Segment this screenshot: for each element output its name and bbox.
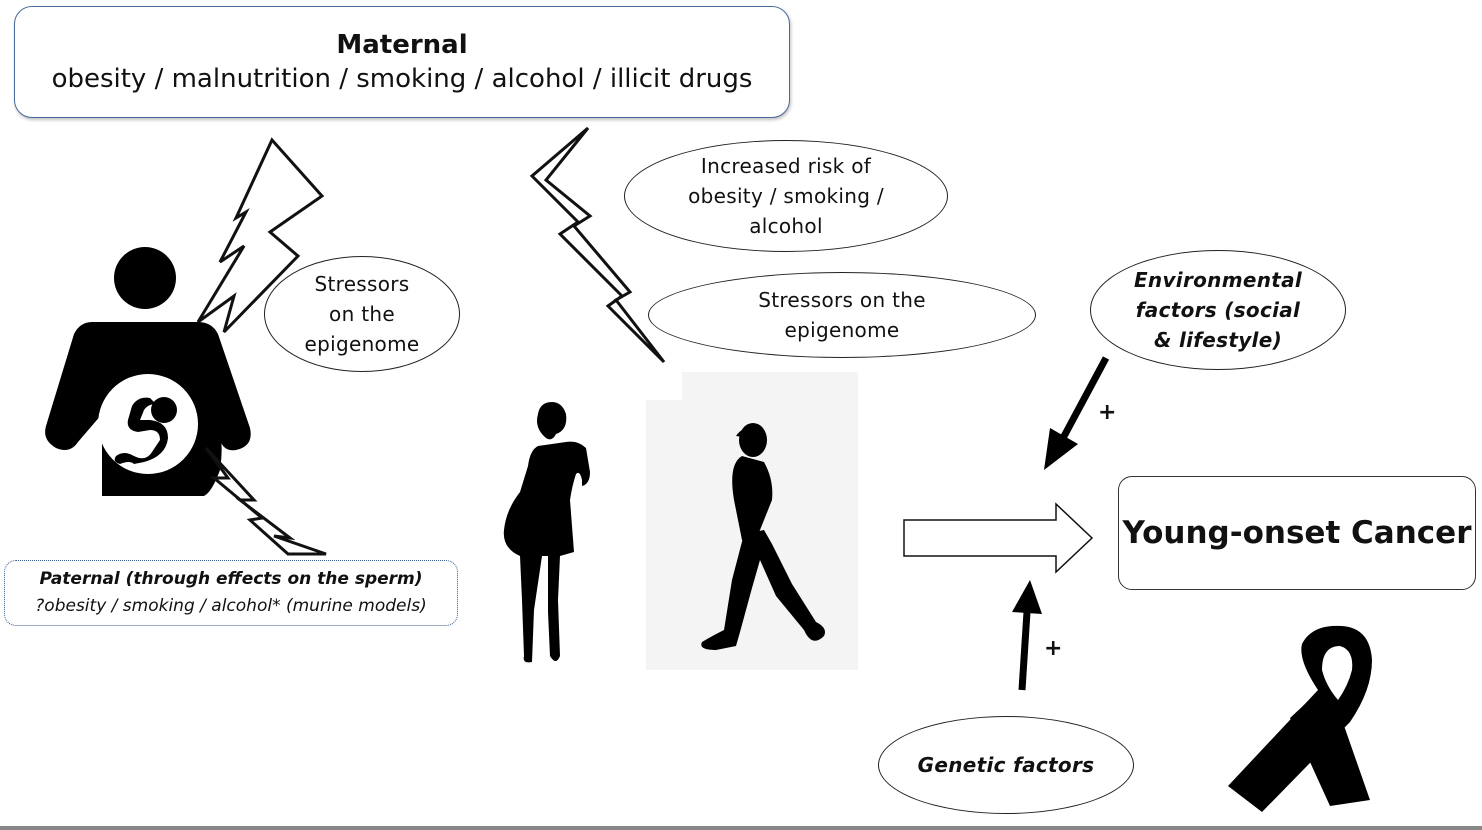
oval-line: on the	[329, 302, 395, 326]
outcome-label: Young-onset Cancer	[1122, 515, 1472, 551]
oval-line: alcohol	[749, 214, 823, 238]
paternal-factors-list: ?obesity / smoking / alcohol* (murine mo…	[35, 596, 427, 616]
young-onset-cancer-box: Young-onset Cancer	[1118, 476, 1476, 590]
baby-icon	[98, 374, 198, 474]
oval-line: epigenome	[784, 318, 900, 342]
genetic-factors-label: Genetic factors	[917, 753, 1095, 777]
environmental-factors-oval: Environmental factors (social & lifestyl…	[1090, 250, 1346, 370]
oval-line: Stressors	[314, 272, 410, 296]
increased-risk-oval: Increased risk of obesity / smoking / al…	[624, 140, 948, 252]
lightning-bolt-icon	[529, 126, 666, 364]
block-arrow-right-icon	[903, 502, 1094, 574]
stressors-epigenome-oval-left: Stressors on the epigenome	[264, 256, 460, 372]
plus-sign-environmental: +	[1098, 400, 1117, 425]
stressors-epigenome-oval-right: Stressors on the epigenome	[648, 272, 1036, 358]
oval-line: Environmental	[1133, 268, 1303, 292]
maternal-factors-list: obesity / malnutrition / smoking / alcoh…	[51, 64, 753, 94]
oval-line: epigenome	[304, 332, 420, 356]
oval-line: Increased risk of	[700, 154, 872, 178]
oval-line: factors (social	[1135, 298, 1301, 322]
bottom-border	[0, 826, 1482, 830]
awareness-ribbon-icon	[1228, 625, 1372, 812]
paternal-title: Paternal (through effects on the sperm)	[39, 569, 423, 589]
maternal-title: Maternal	[336, 30, 468, 60]
arrow-down-left-icon	[1044, 356, 1110, 470]
paternal-factors-box: Paternal (through effects on the sperm) …	[4, 560, 458, 626]
lightning-bolt-icon	[196, 137, 325, 334]
maternal-factors-box: Maternal obesity / malnutrition / smokin…	[14, 6, 790, 118]
walking-man-silhouette	[701, 423, 825, 650]
arrow-up-icon	[1012, 580, 1042, 691]
oval-line: Stressors on the	[758, 288, 926, 312]
oval-line: obesity / smoking /	[688, 184, 884, 208]
plus-sign-genetic: +	[1044, 636, 1063, 661]
oval-line: & lifestyle)	[1153, 328, 1283, 352]
woman-silhouette	[503, 402, 590, 663]
lightning-bolt-icon	[204, 446, 327, 556]
genetic-factors-oval: Genetic factors	[878, 716, 1134, 814]
